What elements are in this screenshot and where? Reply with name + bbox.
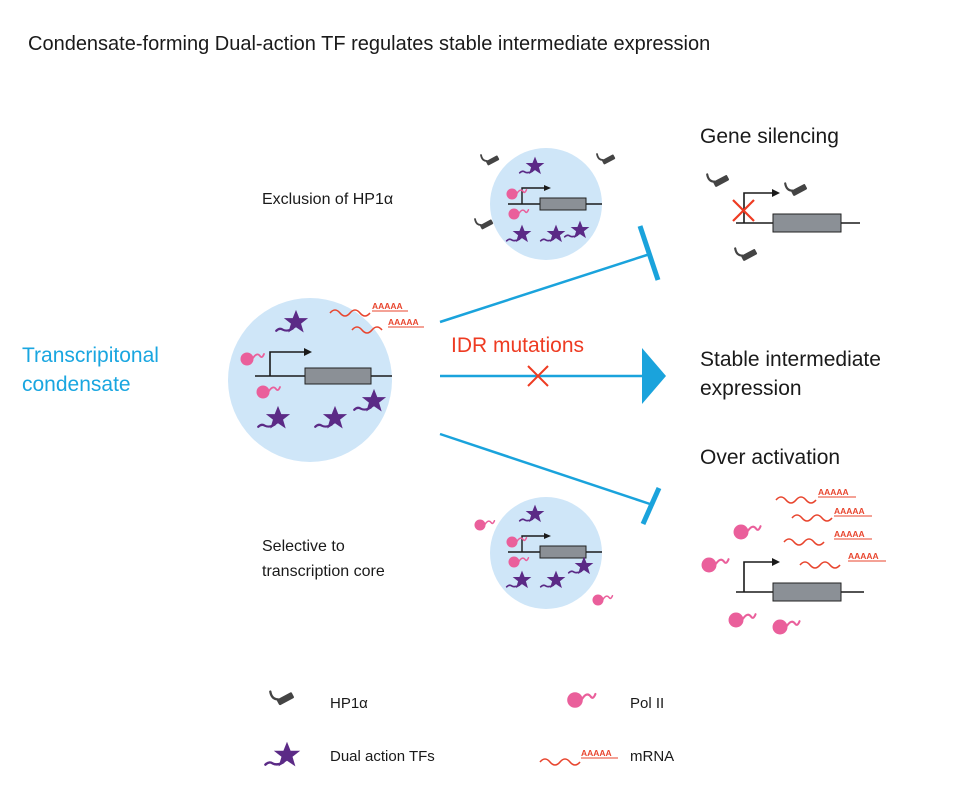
condensate-label-line2: condensate: [22, 373, 131, 396]
polya-tail: AAAAA: [581, 748, 612, 758]
polya-tail: AAAAA: [388, 317, 419, 327]
promoter-arrow-icon: [521, 533, 551, 552]
mrna-icon: [783, 538, 825, 546]
inhibition-arrow-icon: [637, 225, 661, 281]
promoter-arrow-icon: [269, 348, 312, 376]
pol2-icon: [732, 523, 762, 541]
promoter-arrow-icon: [743, 558, 780, 592]
over-activation-label: Over activation: [700, 446, 840, 469]
mrna-icon: [775, 496, 817, 504]
legend-hp1a-label: HP1α: [330, 695, 368, 712]
gene-box-icon: [304, 367, 372, 385]
arrow-to-silencing: [439, 225, 661, 324]
pol2-icon: [566, 691, 597, 709]
gene-box-icon: [539, 197, 587, 211]
gene-box-icon: [539, 545, 587, 559]
silencing-gene: [732, 189, 860, 233]
over-activation-mrna: AAAAA AAAAA AAAAA AAAAA: [775, 487, 886, 569]
selective-label-line2: transcription core: [262, 563, 385, 580]
polya-tail: AAAAA: [834, 529, 865, 539]
hp1a-icon: [596, 153, 617, 166]
hp1a-icon: [706, 173, 731, 189]
inhibition-arrow-icon: [640, 486, 662, 526]
over-activation-gene: [736, 558, 864, 602]
hp1a-icon: [784, 182, 809, 198]
polya-tail: AAAAA: [818, 487, 849, 497]
hp1a-icon: [269, 690, 296, 707]
mrna-icon: [351, 326, 383, 334]
idr-mutations-label: IDR mutations: [451, 334, 584, 357]
pol2-icon: [473, 518, 496, 532]
stable-label-line2: expression: [700, 377, 802, 400]
legend-tfs-label: Dual action TFs: [330, 748, 435, 765]
pol2-icon: [771, 618, 801, 636]
stable-arrowhead: [642, 348, 666, 404]
diagram-title: Condensate-forming Dual-action TF regula…: [28, 33, 710, 55]
arrow-to-over-activation: [439, 432, 662, 526]
promoter-arrow-icon: [743, 189, 780, 223]
mrna-icon: [791, 514, 833, 522]
mrna-icon: [329, 309, 371, 317]
block-x-icon: [527, 365, 549, 387]
block-x-icon: [732, 199, 755, 222]
gene-box-icon: [772, 213, 842, 233]
pol2-icon: [727, 611, 757, 629]
hp1a-icon: [734, 247, 759, 263]
legend-mrna-label: mRNA: [630, 748, 674, 765]
lower-condensate: [490, 497, 602, 609]
promoter-arrow-icon: [521, 185, 551, 204]
legend: HP1α Pol II Dual action TFs AAAAA mRNA: [264, 690, 674, 768]
condensate-label-line1: Transcripitonal: [22, 344, 159, 367]
legend-pol2-label: Pol II: [630, 695, 664, 712]
polya-tail: AAAAA: [848, 551, 879, 561]
stable-label-line1: Stable intermediate: [700, 348, 881, 371]
mrna-icon: [799, 561, 841, 569]
gene-box-icon: [772, 582, 842, 602]
central-mrna: AAAAA AAAAA: [329, 301, 424, 334]
selective-label-line1: Selective to: [262, 538, 345, 555]
upper-condensate: [490, 148, 602, 260]
gene-silencing-label: Gene silencing: [700, 125, 839, 148]
mrna-icon: [539, 758, 581, 766]
arrow-to-stable: [440, 348, 666, 404]
pol2-icon: [700, 556, 730, 574]
exclusion-label: Exclusion of HP1α: [262, 191, 393, 208]
hp1a-icon: [474, 218, 495, 231]
star-tf-icon: [264, 740, 302, 768]
polya-tail: AAAAA: [372, 301, 403, 311]
hp1a-icon: [480, 154, 501, 167]
polya-tail: AAAAA: [834, 506, 865, 516]
pol2-icon: [591, 593, 614, 607]
central-condensate: [228, 298, 392, 462]
